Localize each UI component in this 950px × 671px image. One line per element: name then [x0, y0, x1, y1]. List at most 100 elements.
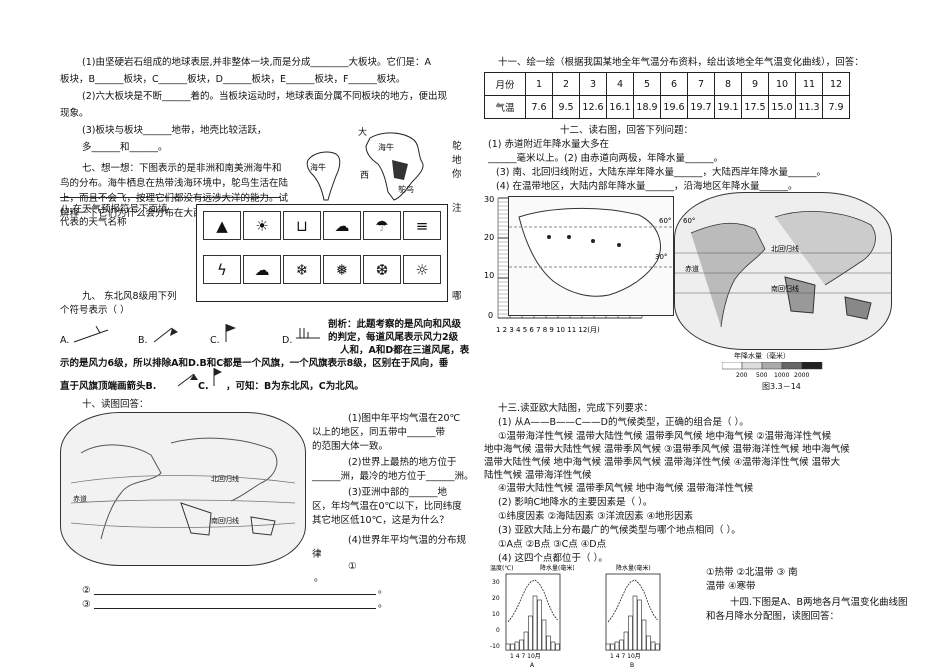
q7-line4: 解释一下它们为什么会分布在大西洋的两岸？ [60, 208, 251, 219]
q6-line1: (1)由坚硬岩石组成的地球表层,并非整体一块,而是分成________大板块。它… [82, 57, 431, 68]
side-char-4: 哪 [452, 291, 462, 302]
q10-4c: ① [348, 561, 357, 572]
side-char-2: 你 [452, 169, 462, 180]
q9-opt-a: A. [60, 335, 70, 346]
q9-exp-d: 示的是风力6级，所以排除A和D.B和C都是一个风旗，一个风旗表示8级，区别在于风… [60, 358, 449, 369]
side-char-3: 注 [452, 203, 462, 214]
q10-4d: 。 [314, 573, 324, 584]
q12-1a: (1) 赤道附近年降水量大多在 [488, 139, 609, 150]
asia-map: 60° 30° [508, 196, 674, 316]
map10-label-0: 北回归线 [211, 474, 239, 483]
legend-val-2: 1000 [774, 372, 789, 378]
table-cell: 11 [795, 72, 823, 96]
legend-val-1: 500 [756, 372, 768, 378]
q9-exp-e: 直于风旗顶端画箭头B. [60, 381, 157, 392]
wind-symbol-d [296, 328, 320, 339]
map12-label-1: 30° [655, 253, 667, 261]
grid-y-2: 10 [484, 271, 494, 280]
q7-line1: 七、想一想：下图表示的是非洲和南美洲海牛和 [82, 163, 282, 174]
table-row: 月份 1 2 3 4 5 6 7 8 9 10 11 12 [484, 72, 850, 96]
q10-1c: 的范围大体一致。 [312, 441, 389, 452]
grid-y-1: 20 [484, 233, 494, 242]
q10-2a: (2)世界上最热的地方位于 [348, 457, 457, 468]
precip-bar [523, 631, 529, 651]
precip-bar [605, 643, 611, 651]
answer-line [60, 197, 280, 198]
map7-label-1: 海牛 [378, 142, 394, 152]
table-cell: 9.5 [552, 95, 580, 119]
thunder-icon: ϟ [203, 255, 241, 284]
q10-4e-end: 。 [378, 585, 388, 596]
q13-4: (4) 这四个点都位于（ ）。 [498, 553, 608, 564]
q12-3: (3) 南、北回归线附近，大陆东岸年降水量______，大陆西岸年降水量____… [496, 167, 826, 178]
chart-a-tick-2: 10 [492, 611, 500, 618]
q10-4a: (4)世界年平均气温的分布规 [348, 535, 466, 546]
wind-symbol-b [153, 327, 178, 343]
temperature-table: 月份 1 2 3 4 5 6 7 8 9 10 11 12 气温 7.6 9.5… [484, 72, 850, 119]
cloudy-icon: ☁ [323, 211, 361, 240]
chart-a-ylabel: 温度(℃) [490, 564, 513, 572]
precip-bar [505, 643, 511, 651]
precip-bar [614, 641, 620, 651]
table-row: 气温 7.6 9.5 12.6 16.1 18.9 19.6 19.7 19.1… [484, 95, 850, 119]
table-cell: 19.7 [687, 95, 715, 119]
table-cell: 10 [768, 72, 796, 96]
q9-exp-c: 人和，A和D都在三道风尾，表 [340, 345, 470, 356]
map12-label-4: 南回归线 [771, 284, 799, 293]
table-cell: 8 [714, 72, 742, 96]
map7-label-2: 西 [360, 170, 369, 181]
snow-icon: ❄ [283, 255, 321, 284]
q10-1a: (1)图中年平均气温在20℃ [348, 413, 461, 424]
rain-icon: ☂ [363, 211, 401, 240]
table-cell: 12 [822, 72, 850, 96]
map7-label-0: 大 [358, 126, 367, 138]
table-cell: 7.6 [525, 95, 553, 119]
grid-y-3: 0 [488, 311, 493, 320]
precip-bar [655, 643, 660, 651]
wind-flag-c [213, 368, 222, 386]
q9-exp-b: 的判定，每道风尾表示风力2级 [328, 332, 459, 343]
q9-opt-b: B. [138, 335, 148, 346]
table-cell: 6 [660, 72, 688, 96]
chart-a-tick-4: -10 [490, 643, 500, 650]
q9-line1: 九、 东北风8级用下列 [82, 291, 177, 302]
precip-bar [514, 641, 520, 651]
map10-label-1: 赤道 [73, 494, 87, 503]
q10-4f-end: 。 [378, 599, 388, 610]
chart-b-ylabel: 降水量(毫米) [616, 564, 651, 572]
q13-title: 十三.读亚欧大陆图，完成下列要求： [498, 403, 654, 414]
precip-bar [610, 643, 615, 651]
q10-title: 十、读图回答： [82, 399, 149, 410]
q13-opt3: 温带大陆性气候 地中海气候 温带季风气候 温带海洋性气候 ④温带海洋性气候 温带… [484, 457, 841, 468]
chart-a-ylabel2: 降水量(毫米) [540, 564, 574, 572]
precip-bar [537, 599, 542, 651]
sandstorm-icon: ⊔ [283, 211, 321, 240]
q7-line2: 鸟的分布。海牛栖息在热带浅海环境中，鸵鸟生活在陆 [60, 178, 289, 189]
wind-symbol-a [73, 326, 109, 343]
showers-icon: ☼ [403, 255, 441, 284]
q13-2opts: ①纬度因素 ②海陆因素 ③洋流因素 ④地形因素 [498, 511, 694, 522]
table-cell: 5 [633, 72, 661, 96]
precip-bar [623, 631, 629, 651]
precip-bar [555, 643, 560, 651]
answer-line-3 [94, 608, 376, 609]
map12-label-0: 60° [659, 217, 671, 225]
q10-4b: 律 [312, 549, 322, 560]
q9-opt-c: C. [210, 335, 220, 346]
figure-caption: 图3.3－14 [762, 382, 801, 391]
q8-line2: 代表的天气名称 [60, 217, 127, 228]
map12-label-2: 北回归线 [771, 244, 799, 253]
table-cell: 2 [552, 72, 580, 96]
q9-exp-f: C. [198, 381, 209, 392]
precip-bar [541, 619, 547, 651]
climate-chart-a: 温度(℃) 降水量(毫米) 30 20 10 0 -10 1 4 7 10月 A [490, 564, 574, 669]
q10-1b: 以上的地区，同五带中______带 [312, 427, 446, 438]
q9-opt-d: D. [282, 335, 293, 346]
map7-label-3: 海牛 [310, 162, 326, 172]
grid-y-0: 30 [484, 195, 494, 204]
precip-bar [641, 619, 647, 651]
q9-exp-g: ，可知：B为东北风，C为北风。 [226, 381, 364, 392]
q6-line5: (3)板块与板块______地带，地壳比较活跃， [82, 125, 267, 136]
q8-line1: 八.在天气预报符号下面填 [60, 204, 168, 215]
